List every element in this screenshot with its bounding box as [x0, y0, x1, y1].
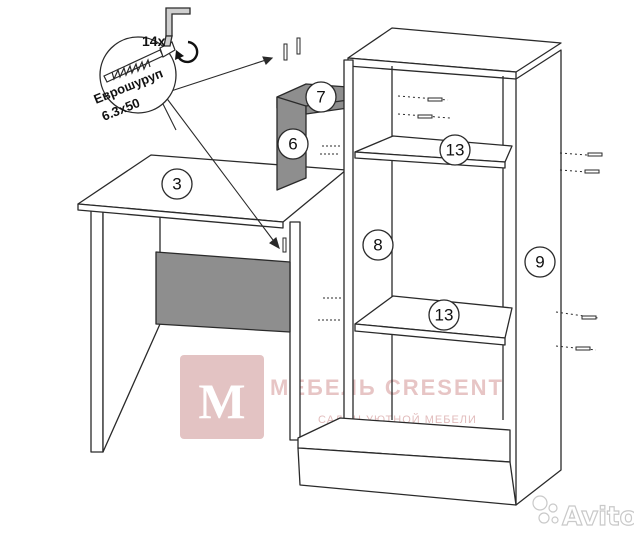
part-label-6-circle — [277, 128, 309, 160]
hardware-callout: 14x Еврошуруп 6.3x50 — [92, 7, 199, 124]
part-label-13a-circle — [439, 134, 471, 166]
part-label-3-circle — [161, 168, 193, 200]
part-labels — [161, 81, 556, 331]
part-label-upper-shelf: 13 — [446, 141, 465, 160]
watermark: M МЕБЕЛЬ CRESENT САЛОН УЮТНОЙ МЕБЕЛИ — [180, 355, 504, 439]
watermark-logo-letter: M — [198, 373, 245, 429]
leader-arrows — [159, 56, 280, 250]
part-label-top-shelf: 7 — [316, 88, 325, 107]
arrow-head-icon — [269, 237, 280, 250]
desk-top-front-edge — [77, 203, 284, 229]
leader-line — [167, 57, 273, 93]
arrow-head-icon — [262, 56, 274, 65]
desk-front-panel — [155, 251, 291, 333]
avito-logo-icon — [532, 495, 559, 524]
part-label-inner-side: 8 — [373, 236, 382, 255]
watermark-logo — [180, 355, 264, 439]
part-label-9-circle — [524, 246, 556, 278]
desk — [77, 154, 347, 453]
screw-icon — [559, 152, 603, 174]
avito-badge: Avito — [532, 495, 634, 533]
part-label-lower-shelf: 13 — [435, 306, 454, 325]
part-label-desk-top: 3 — [172, 175, 181, 194]
part-label-8-circle — [362, 229, 394, 261]
part-label-outer-side: 9 — [535, 253, 544, 272]
rotate-arrowhead-icon — [175, 50, 184, 60]
leader-line — [164, 95, 280, 249]
cabinet-plinth — [297, 447, 517, 506]
part-label-top-side: 6 — [288, 135, 297, 154]
screw-icon — [318, 145, 343, 321]
fasteners — [282, 37, 603, 351]
part-label-texts: 3 7 6 13 13 8 9 — [172, 88, 544, 325]
rotate-arrow-icon — [176, 40, 199, 64]
desk-right-leg — [289, 221, 301, 441]
dowel-icon — [282, 237, 287, 253]
desk-left-leg — [90, 205, 104, 453]
desk-left-leg-face — [102, 205, 161, 453]
screw-icon — [555, 311, 599, 351]
dowel-icon — [283, 43, 288, 61]
cabinet-lower-shelf-front — [354, 323, 506, 346]
dowel-icon — [296, 37, 301, 55]
hardware-count: 14x — [142, 33, 166, 49]
avito-badge-text: Avito — [562, 502, 634, 532]
hex-key-icon — [163, 7, 191, 47]
screw-icon — [397, 95, 451, 119]
watermark-brand: МЕБЕЛЬ CRESENT — [270, 375, 504, 400]
part-label-7-circle — [305, 81, 337, 113]
cabinet-left-side — [343, 59, 354, 445]
euro-screw-icon — [103, 41, 176, 83]
part-label-13b-circle — [428, 299, 460, 331]
